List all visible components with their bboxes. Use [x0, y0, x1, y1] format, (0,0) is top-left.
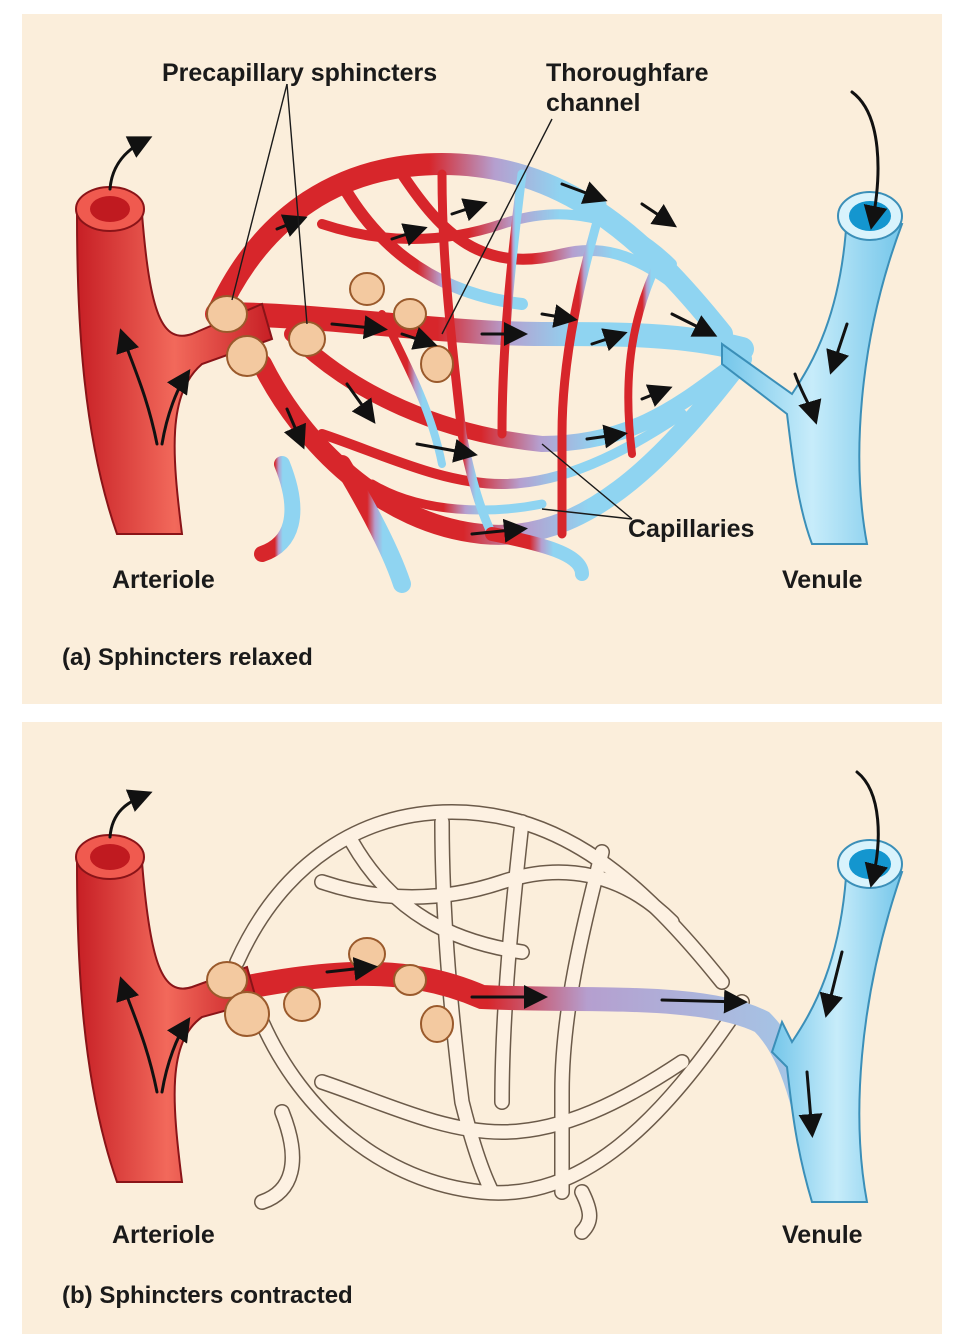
label-venule: Venule — [782, 1221, 863, 1249]
precapillary-sphincters-contracted — [206, 937, 454, 1043]
venule-vessel — [721, 191, 904, 545]
label-precapillary-sphincters: Precapillary sphincters — [162, 59, 438, 87]
capillary-bed-contracted-illustration — [75, 770, 904, 1240]
blood-flow-arrows — [108, 90, 888, 543]
caption-panel-a: (a) Sphincters relaxed — [62, 644, 313, 671]
label-capillaries: Capillaries — [628, 515, 755, 543]
label-arteriole: Arteriole — [112, 566, 215, 594]
label-thoroughfare-channel: Thoroughfare channel — [546, 59, 709, 117]
empty-capillary-network — [229, 803, 750, 1240]
arteriole-vessel — [75, 834, 259, 1183]
blood-flow-arrows — [108, 770, 889, 1138]
panel-sphincters-contracted: Arteriole Venule (b) Sphincters contract… — [22, 722, 942, 1334]
panel-sphincters-relaxed: Precapillary sphincters Thoroughfare cha… — [22, 14, 942, 704]
caption-panel-b: (b) Sphincters contracted — [62, 1282, 353, 1309]
venule-vessel — [770, 839, 904, 1203]
label-leader-lines — [231, 83, 633, 520]
precapillary-sphincters — [206, 272, 454, 383]
capillary-bed-relaxed-illustration — [75, 83, 904, 593]
label-venule: Venule — [782, 566, 863, 594]
label-arteriole: Arteriole — [112, 1221, 215, 1249]
